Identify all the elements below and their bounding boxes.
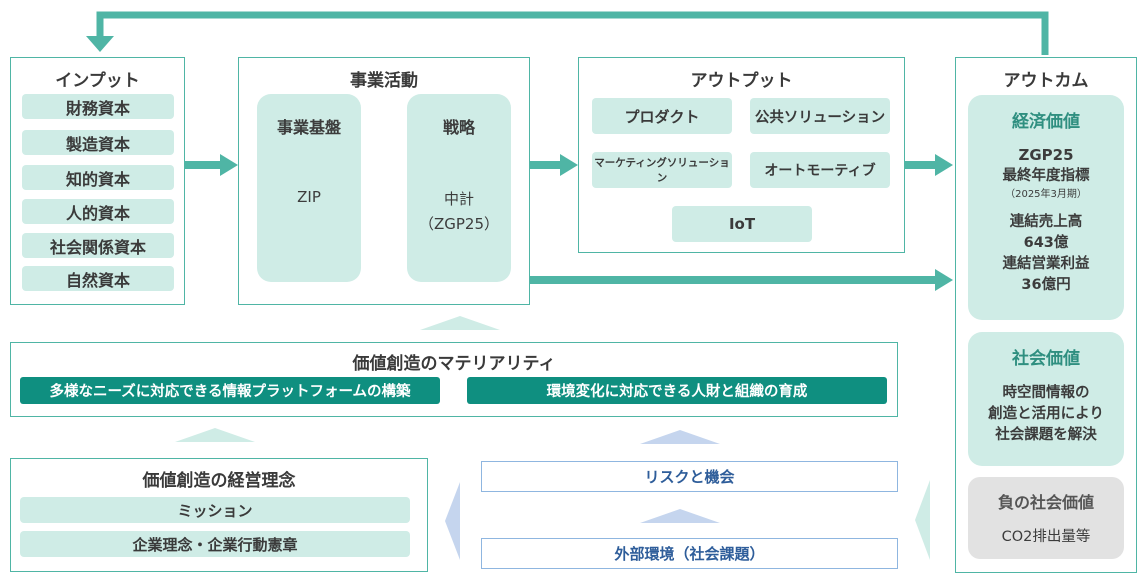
materiality-item-talent: 環境変化に対応できる人財と組織の育成 [467,377,887,404]
output-title: アウトプット [690,71,793,91]
risk-opportunity-box: リスクと機会 [481,461,898,492]
materiality-title: 価値創造のマテリアリティ [352,354,556,374]
input-item: 社会関係資本 [22,233,174,258]
business-title: 事業活動 [350,71,418,91]
economic-value-box: 経済価値 ZGP25 最終年度指標 （2025年3月期） 連結売上高 643億 … [968,95,1124,320]
input-item: 財務資本 [22,94,174,119]
feedback-arrow-head [86,36,114,52]
input-item: 自然資本 [22,266,174,291]
input-item: 人的資本 [22,199,174,224]
economic-line6: 36億円 [1021,277,1071,293]
negative-title: 負の社会価値 [997,493,1094,512]
foundation-value: ZIP [297,188,321,206]
left-triangle-environment [445,482,460,560]
social-value-box: 社会価値 時空間情報の 創造と活用により 社会課題を解決 [968,332,1124,466]
arrow-head-business-output [560,154,578,176]
strategy-value: 中計 [443,190,474,208]
economic-line5: 連結営業利益 [1002,256,1090,272]
arrow-head-output-outcome [935,154,953,176]
input-title: インプット [55,71,140,91]
social-line2: 創造と活用により [988,406,1104,422]
feedback-loop-line [96,11,1049,55]
left-triangle-outcome [915,480,930,560]
arrow-head-input-business [220,154,238,176]
economic-note: （2025年3月期） [1005,189,1087,200]
strategy-box: 戦略 中計 （ZGP25） [407,94,511,282]
strategy-title: 戦略 [442,118,475,137]
economic-line4: 643億 [1023,235,1069,251]
output-item-iot: IoT [672,206,812,242]
output-item-marketing: マーケティングソリューション [592,152,732,188]
output-item-automotive: オートモーティブ [750,152,890,188]
outcome-title: アウトカム [1003,71,1089,91]
economic-line1: ZGP25 [1018,146,1074,164]
output-item-public: 公共ソリューション [750,98,890,134]
social-line3: 社会課題を解決 [995,427,1097,443]
up-triangle-materiality [420,316,500,330]
social-line1: 時空間情報の [1002,385,1090,401]
foundation-title: 事業基盤 [276,118,341,137]
strategy-value-2: （ZGP25） [418,215,500,233]
social-title: 社会価値 [1012,349,1080,369]
economic-line3: 連結売上高 [1009,214,1083,230]
economic-title: 経済価値 [1012,112,1080,132]
input-item: 知的資本 [22,165,174,190]
materiality-item-platform: 多様なニーズに対応できる情報プラットフォームの構築 [20,377,440,404]
economic-line2: 最終年度指標 [1002,168,1090,184]
negative-line1: CO2排出量等 [1001,529,1091,545]
up-triangle-risk [640,430,720,444]
philosophy-item-mission: ミッション [20,497,410,523]
up-triangle-philosophy [175,428,255,442]
negative-value-box: 負の社会価値 CO2排出量等 [968,477,1124,559]
input-item: 製造資本 [22,130,174,155]
philosophy-title: 価値創造の経営理念 [142,471,296,491]
up-triangle-environment [640,509,720,523]
foundation-box: 事業基盤 ZIP [257,94,361,282]
arrow-head-business-outcome [935,269,953,291]
philosophy-item-principles: 企業理念・企業行動憲章 [20,531,410,557]
external-environment-box: 外部環境（社会課題） [481,538,898,569]
output-item-product: プロダクト [592,98,732,134]
